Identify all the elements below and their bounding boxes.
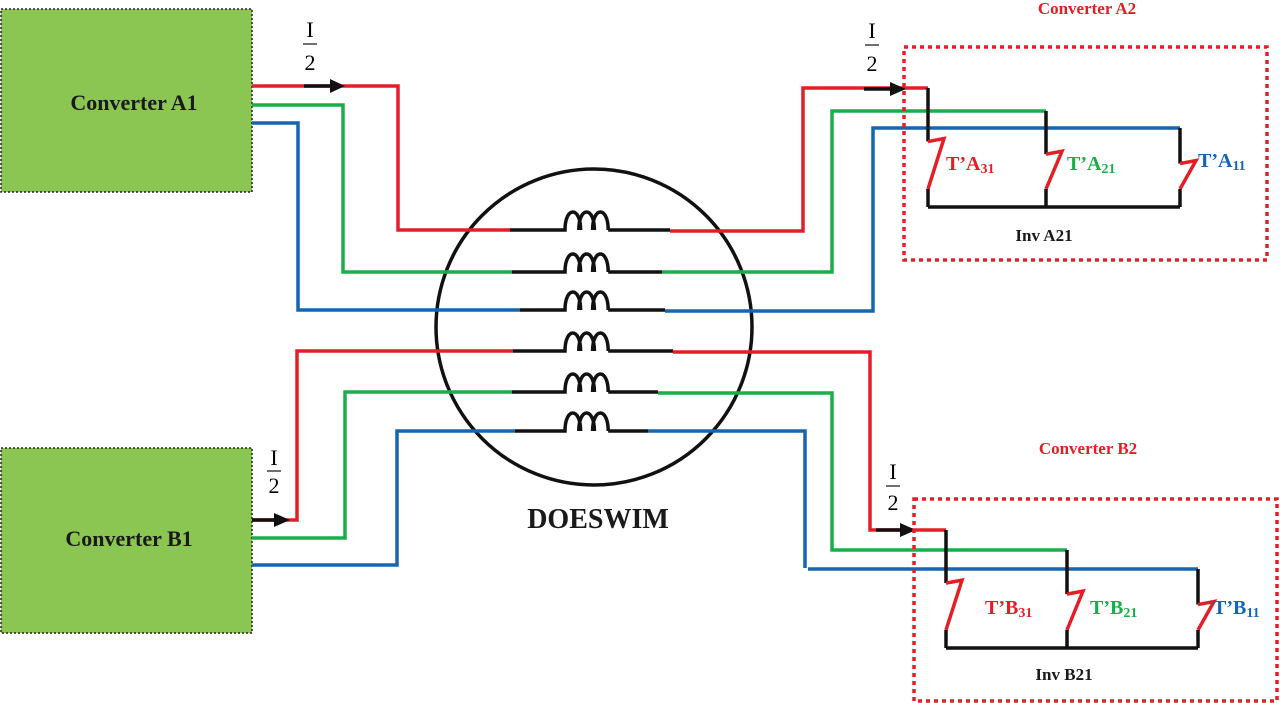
- current-numerator: I: [306, 17, 313, 42]
- arrow-a1: [304, 79, 345, 93]
- inductor-icon: [515, 411, 648, 433]
- inverter-a21: [926, 88, 1200, 209]
- current-label-a2: I 2: [865, 18, 879, 76]
- winding-coil: [520, 290, 665, 312]
- wires-group-b: [252, 349, 1198, 571]
- inductor-icon: [512, 372, 658, 394]
- switch-labels-b21: T’B31 T’B21 T’B11: [985, 597, 1260, 621]
- switch-leg-ta11: [1178, 128, 1200, 207]
- wire-b2-phase3-right: [648, 429, 807, 568]
- current-label-b2: I 2: [886, 459, 900, 515]
- converter-a2-label: Converter A2: [1038, 0, 1136, 18]
- switch-label-tb31: T’B31: [985, 597, 1032, 621]
- switch-labels-a21: T’A31 T’A21 T’A11: [946, 150, 1246, 177]
- inductor-icon: [513, 331, 673, 353]
- arrow-head-icon: [274, 513, 290, 527]
- switch-label-ta21: T’A21: [1067, 153, 1115, 177]
- converter-b1-label: Converter B1: [65, 526, 192, 551]
- wire-a1-phase3-left: [252, 121, 520, 312]
- converter-a1: Converter A1: [0, 8, 253, 193]
- current-label-a1: I 2: [303, 17, 317, 75]
- current-denominator: 2: [269, 473, 280, 498]
- wire-b1-phase3-left: [252, 429, 515, 567]
- converter-a1-block: [0, 8, 253, 193]
- arrow-a2: [864, 82, 906, 96]
- switch-icon: [1196, 599, 1218, 631]
- inductor-icon: [520, 290, 665, 312]
- inverter-b21: [944, 530, 1218, 650]
- switch-leg-tb21: [1065, 550, 1086, 648]
- arrow-head-icon: [900, 523, 916, 537]
- current-numerator: I: [868, 18, 875, 43]
- switch-icon: [1178, 158, 1200, 190]
- inverter-b21-label: Inv B21: [1035, 665, 1092, 684]
- current-numerator: I: [270, 445, 277, 470]
- wire-b1-phase1-left: [252, 349, 513, 522]
- inductor-icon: [512, 252, 662, 274]
- winding-coil: [512, 372, 658, 394]
- arrow-b1: [252, 513, 290, 527]
- current-denominator: 2: [305, 50, 316, 75]
- inverter-a21-label: Inv A21: [1015, 226, 1072, 245]
- wire-b2-phase2-right: [658, 391, 1067, 552]
- switch-leg-ta31: [926, 88, 947, 207]
- current-denominator: 2: [888, 490, 899, 515]
- switch-icon: [944, 577, 965, 631]
- wire-a1-phase2-left: [252, 103, 512, 274]
- wires-group-a: [252, 84, 1180, 313]
- current-arrows: [252, 79, 916, 537]
- arrow-head-icon: [890, 82, 906, 96]
- switch-icon: [1044, 148, 1065, 190]
- switch-label-tb21: T’B21: [1090, 597, 1137, 621]
- arrow-head-icon: [330, 79, 345, 93]
- converter-b1: Converter B1: [0, 447, 253, 634]
- winding-coil: [510, 210, 670, 232]
- winding-coil: [513, 331, 673, 353]
- converter-b1-block: [0, 447, 253, 634]
- current-denominator: 2: [867, 51, 878, 76]
- winding-coil: [515, 411, 648, 433]
- switch-leg-tb31: [944, 530, 965, 648]
- wire-a2-phase2-right: [662, 109, 1046, 274]
- converter-b2-box: [912, 497, 1279, 703]
- winding-coil: [512, 252, 662, 274]
- wire-a2-phase3-right: [665, 126, 1180, 313]
- inductor-icon: [510, 210, 670, 232]
- windings: [510, 210, 673, 433]
- switch-label-ta11: T’A11: [1198, 150, 1246, 174]
- current-label-b1: I 2: [267, 445, 281, 498]
- switch-label-ta31: T’A31: [946, 153, 994, 177]
- switch-icon: [1065, 588, 1086, 631]
- converter-b2: Converter B2 Inv B21: [912, 439, 1279, 703]
- converter-a2: Converter A2 Inv A21: [902, 0, 1269, 262]
- switch-label-tb11: T’B11: [1213, 597, 1260, 621]
- wire-a1-phase1-left: [252, 84, 510, 232]
- converter-a1-label: Converter A1: [70, 90, 197, 115]
- current-numerator: I: [889, 459, 896, 484]
- switch-icon: [926, 136, 947, 190]
- switch-leg-ta21: [1044, 111, 1065, 207]
- arrow-b2: [876, 523, 916, 537]
- machine-label: DOESWIM: [527, 504, 669, 535]
- wire-b2-phase1-right: [673, 350, 946, 532]
- wire-b1-phase2-left: [252, 390, 512, 540]
- converter-b2-label: Converter B2: [1039, 439, 1137, 458]
- switch-leg-tb11: [1196, 569, 1218, 648]
- machine-circle: [434, 167, 754, 487]
